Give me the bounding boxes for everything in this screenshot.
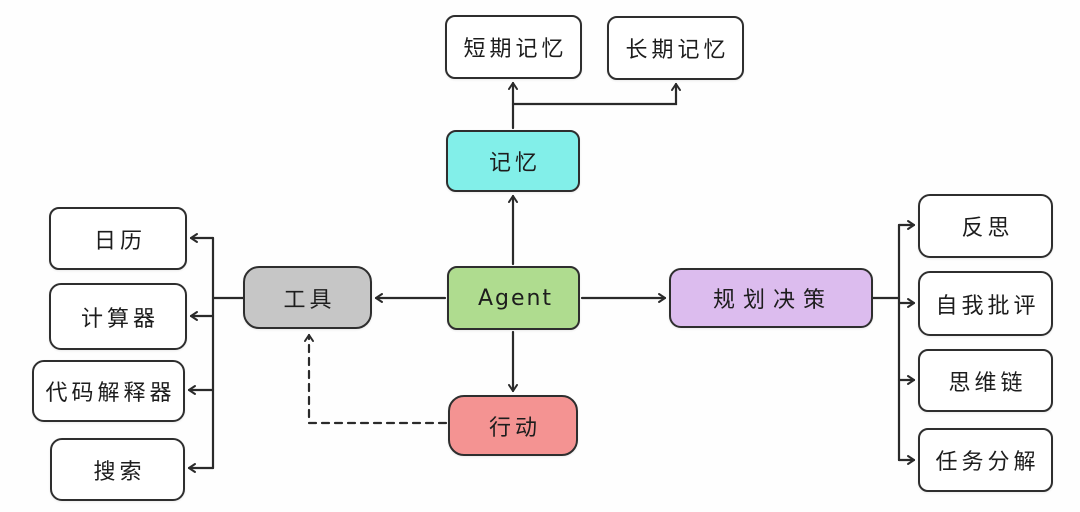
node-reflection-label: 反思 bbox=[961, 216, 1014, 241]
node-calendar: 日历 bbox=[49, 207, 187, 270]
node-code-interpreter: 代码解释器 bbox=[32, 360, 185, 422]
node-planning: 规划决策 bbox=[669, 268, 873, 328]
node-calculator-label: 计算器 bbox=[80, 306, 159, 332]
node-agent-label: Agent bbox=[477, 285, 554, 311]
node-reflection: 反思 bbox=[918, 194, 1053, 258]
node-code-interpreter-label: 代码解释器 bbox=[45, 381, 176, 406]
node-self-criticism: 自我批评 bbox=[918, 271, 1053, 336]
node-planning-label: 规划决策 bbox=[712, 288, 833, 313]
node-tools-label: 工具 bbox=[283, 287, 336, 313]
node-chain-of-thought-label: 思维链 bbox=[948, 370, 1027, 396]
node-task-decomposition: 任务分解 bbox=[918, 428, 1053, 492]
node-chain-of-thought: 思维链 bbox=[918, 349, 1053, 412]
node-short-term-memory: 短期记忆 bbox=[445, 15, 582, 79]
node-search: 搜索 bbox=[50, 438, 185, 501]
node-memory-label: 记忆 bbox=[488, 151, 541, 176]
node-task-decomposition-label: 任务分解 bbox=[935, 450, 1040, 475]
node-agent: Agent bbox=[447, 266, 580, 330]
node-short-term-memory-label: 短期记忆 bbox=[463, 37, 568, 62]
node-tools: 工具 bbox=[243, 266, 372, 329]
node-calculator: 计算器 bbox=[49, 283, 187, 350]
arrow-memory-to-long-term-memory bbox=[511, 82, 681, 106]
edge-group bbox=[187, 81, 916, 473]
node-action-label: 行动 bbox=[488, 415, 541, 441]
node-search-label: 搜索 bbox=[93, 459, 146, 485]
node-calendar-label: 日历 bbox=[93, 228, 146, 254]
node-self-criticism-label: 自我批评 bbox=[935, 293, 1040, 319]
node-memory: 记忆 bbox=[446, 130, 580, 192]
node-long-term-memory-label: 长期记忆 bbox=[625, 38, 730, 63]
node-long-term-memory: 长期记忆 bbox=[607, 16, 744, 80]
dashed-arrow-action-to-tools bbox=[304, 333, 448, 425]
node-action: 行动 bbox=[448, 395, 578, 456]
